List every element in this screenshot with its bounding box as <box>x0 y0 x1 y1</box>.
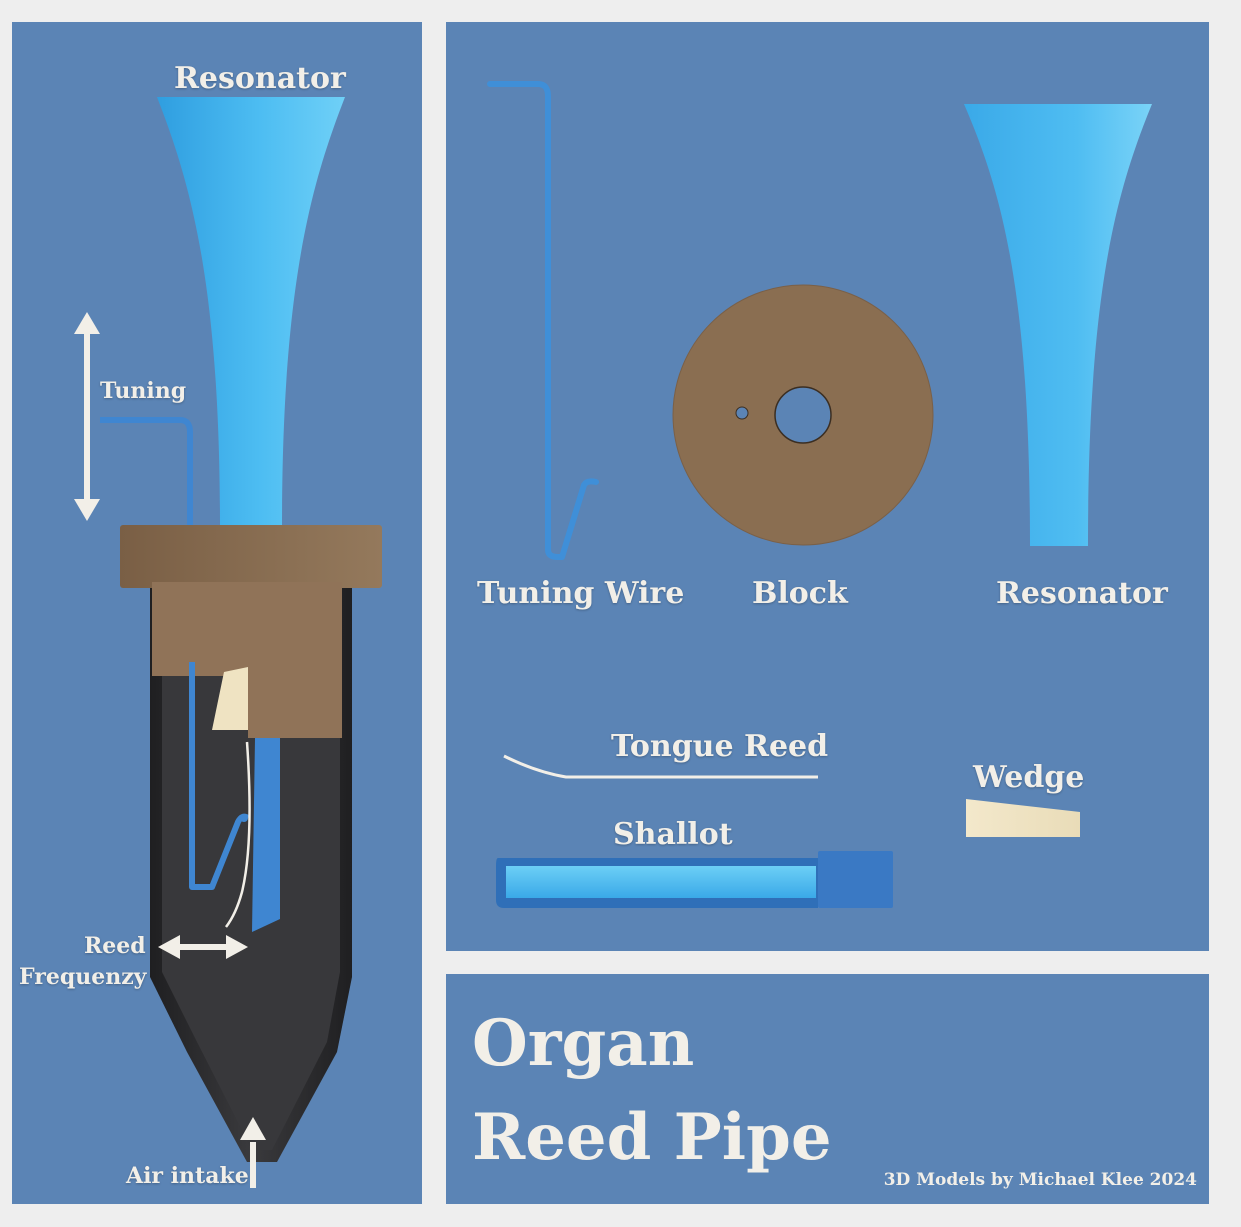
title-panel: Organ Reed Pipe 3D Models by Michael Kle… <box>446 974 1209 1204</box>
tongue-reed-part <box>225 741 251 928</box>
parts-diagram <box>487 81 1152 908</box>
assembly-diagram <box>74 97 382 1188</box>
arrow-down-icon <box>74 499 100 521</box>
air-intake-label: Air intake <box>126 1163 249 1189</box>
block-part <box>120 525 382 588</box>
shallot-label: Shallot <box>613 817 733 852</box>
tongue-reed-label: Tongue Reed <box>611 729 829 764</box>
resonator-part <box>157 97 345 527</box>
tuning-label: Tuning <box>100 378 187 404</box>
arrow-left-icon <box>158 935 180 959</box>
shallot-part <box>252 738 280 932</box>
tuning-wire-label: Tuning Wire <box>477 576 685 611</box>
title-line2: Reed Pipe <box>472 1100 832 1175</box>
reed-frequency-label-line2: Frequenzy <box>19 964 147 990</box>
wedge-label: Wedge <box>973 760 1085 795</box>
arrow-up-icon <box>240 1117 266 1140</box>
block-label: Block <box>752 576 848 611</box>
resonator-label: Resonator <box>174 61 346 96</box>
credit-text: 3D Models by Michael Klee 2024 <box>883 1170 1197 1190</box>
arrow-up-icon <box>74 312 100 334</box>
wedge-part <box>966 799 1080 837</box>
resonator-label: Resonator <box>996 576 1168 611</box>
tongue-reed-part <box>503 754 818 779</box>
assembly-panel: Resonator Tuning Reed Frequenzy Air inta… <box>12 22 422 1204</box>
arrow-right-icon <box>226 935 248 959</box>
title-line1: Organ <box>472 1006 695 1081</box>
resonator-part <box>964 104 1152 546</box>
reed-frequency-label-line1: Reed <box>84 933 146 959</box>
parts-panel: Tuning Wire Block Resonator Tongue Reed … <box>446 22 1209 951</box>
tuning-wire-part <box>100 417 193 527</box>
tuning-wire-part <box>487 81 599 560</box>
wedge-part <box>212 667 248 730</box>
